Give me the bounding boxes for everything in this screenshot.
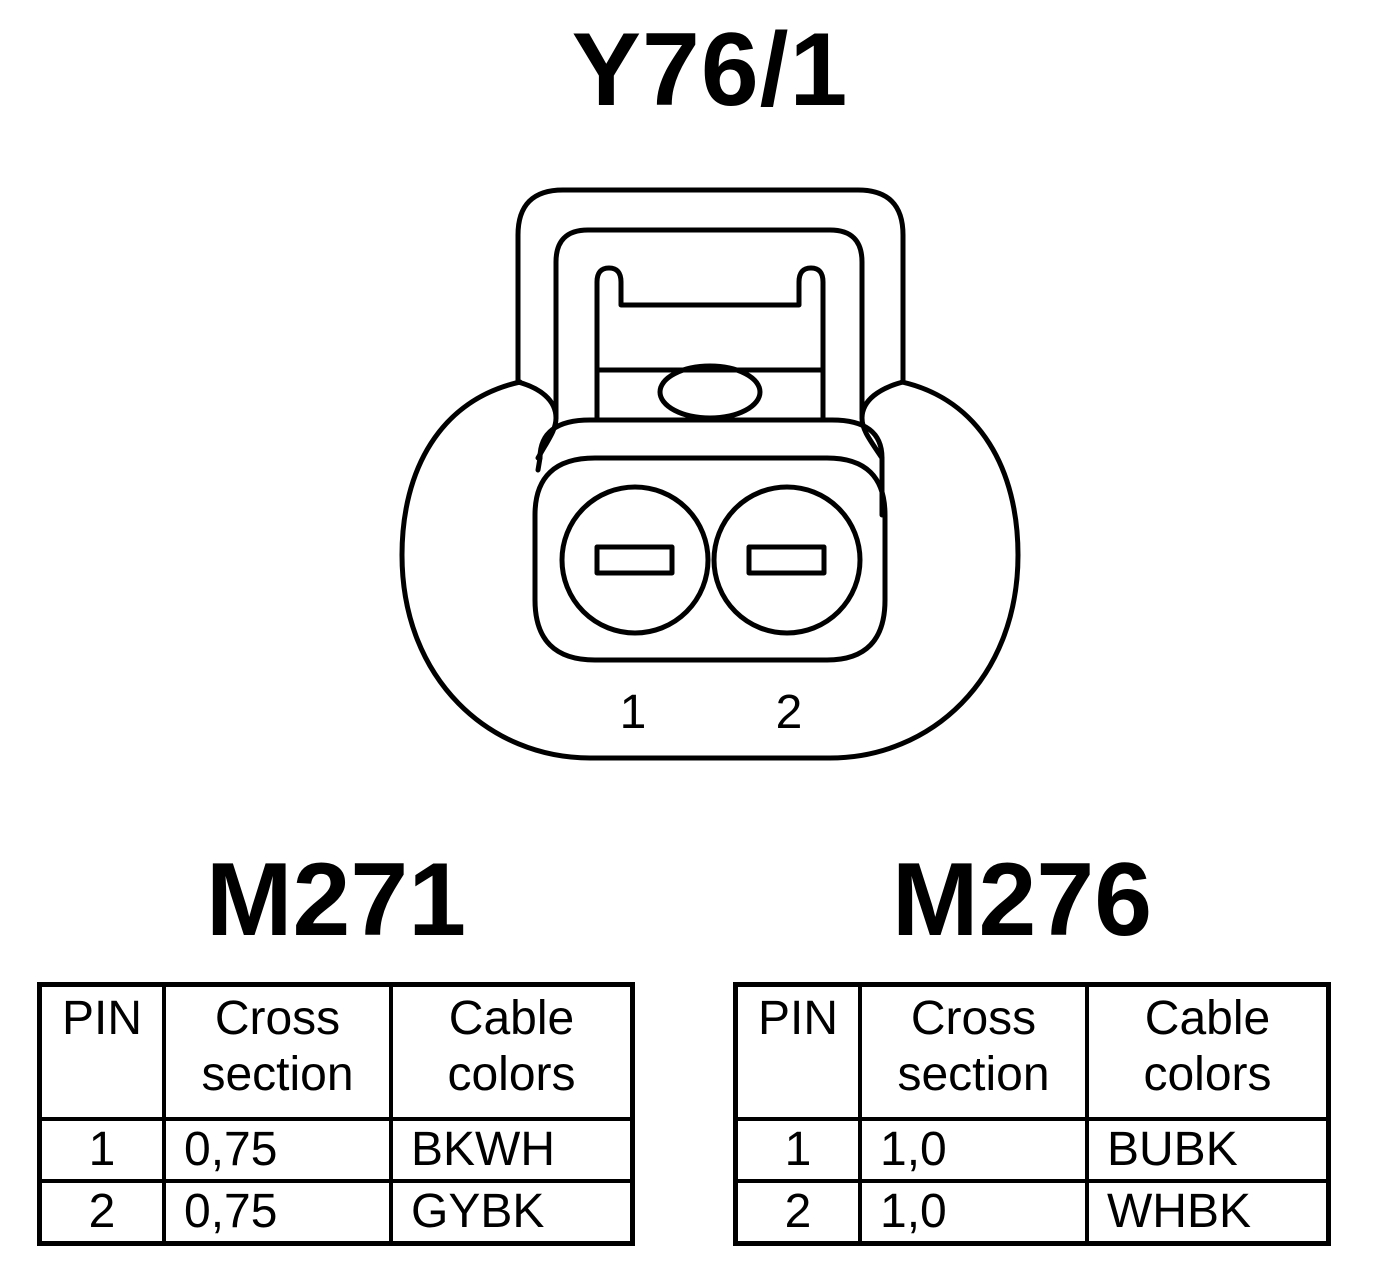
header-color-line2: colors [447,1048,576,1101]
latch-frame-inner [553,227,865,421]
table-header-row: PIN Cross section Cable colors [37,982,635,1121]
pin-2-label: 2 [776,686,803,739]
mating-face-left-edge [535,455,543,473]
cell-pin: 2 [37,1179,166,1246]
pin-1-label: 1 [620,686,647,739]
header-cable-colors: Cable colors [389,982,635,1121]
shoulder-right [859,379,906,461]
header-pin: PIN [733,982,862,1121]
cell-cable-color: BUBK [1085,1117,1331,1183]
header-color-line2: colors [1143,1048,1272,1101]
latch-button [657,363,763,421]
mating-face-outline [537,417,885,518]
cell-pin: 1 [733,1117,862,1183]
cell-cable-color: GYBK [389,1179,635,1246]
pin-1-socket [559,484,711,636]
cell-cross-section: 0,75 [162,1117,393,1183]
header-pin: PIN [37,982,166,1121]
pin-table-m276: PIN Cross section Cable colors 1 1,0 BUB… [733,982,1331,1246]
variant-title-m271: M271 [205,842,467,958]
cell-cross-section: 1,0 [858,1179,1089,1246]
table-row: 1 0,75 BKWH [37,1117,635,1183]
connector-diagram: 1 2 [399,187,1021,761]
pin-table-m271: PIN Cross section Cable colors 1 0,75 BK… [37,982,635,1246]
header-cross-line2: section [897,1048,1050,1101]
cell-cable-color: WHBK [1085,1179,1331,1246]
pin-2-contact [746,544,827,576]
shoulder-left [515,379,559,461]
header-cable-colors: Cable colors [1085,982,1331,1121]
cell-pin: 1 [37,1117,166,1183]
variant-title-m276: M276 [891,842,1153,958]
header-cross-line1: Cross [214,992,341,1045]
header-color-line1: Cable [1144,992,1271,1045]
header-cross-section: Cross section [162,982,393,1121]
header-color-line1: Cable [448,992,575,1045]
latch-tab [594,265,826,421]
table-row: 1 1,0 BUBK [733,1117,1331,1183]
connector-body-outline [399,379,1021,761]
header-cross-line2: section [201,1048,354,1101]
cell-cross-section: 0,75 [162,1179,393,1246]
table-row: 2 1,0 WHBK [733,1179,1331,1246]
pin-1-contact [594,544,675,576]
connector-title: Y76/1 [571,12,849,128]
table-header-row: PIN Cross section Cable colors [733,982,1331,1121]
header-cross-section: Cross section [858,982,1089,1121]
cell-cross-section: 1,0 [858,1117,1089,1183]
header-cross-line1: Cross [910,992,1037,1045]
cell-pin: 2 [733,1179,862,1246]
pin-cavity [532,455,888,663]
pin-2-socket [711,484,863,636]
table-row: 2 0,75 GYBK [37,1179,635,1246]
cell-cable-color: BKWH [389,1117,635,1183]
latch-frame-outer [515,187,906,385]
